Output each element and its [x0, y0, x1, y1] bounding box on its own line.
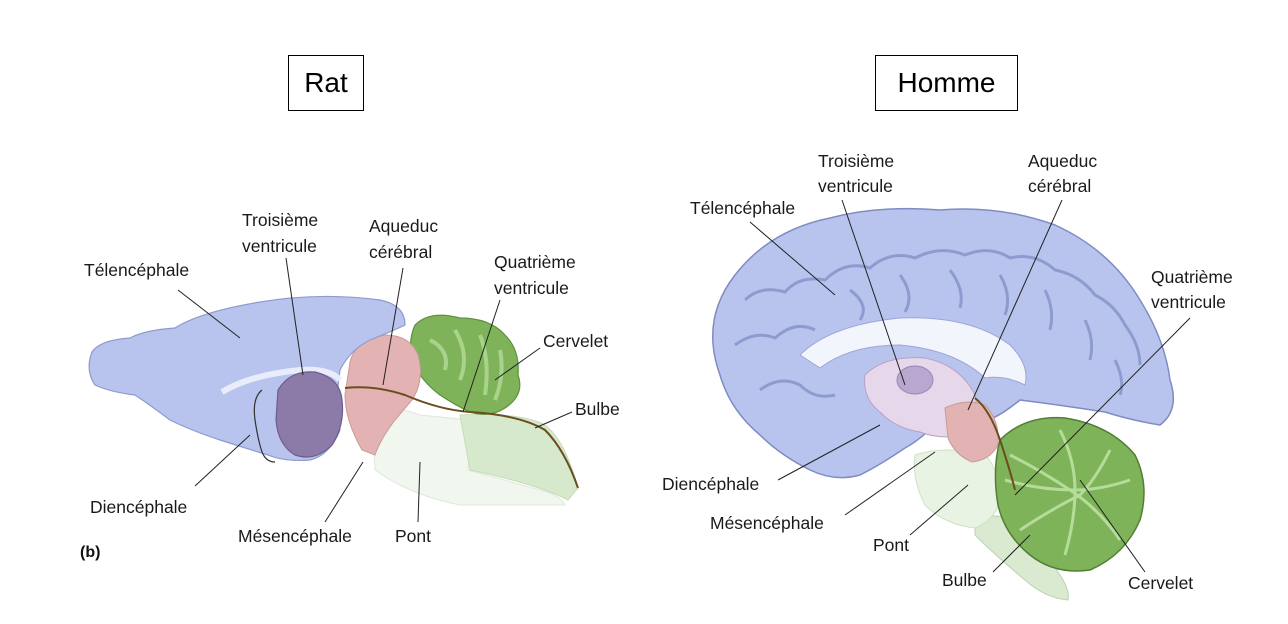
human-corpus-callosum	[799, 317, 1027, 386]
rat-cervelet-folia	[429, 328, 504, 401]
human-aqueduc-line	[974, 397, 1016, 491]
human-leader-telencephale	[749, 221, 836, 296]
rat-leader-pont	[417, 461, 421, 523]
human-third-ventricle	[896, 365, 934, 395]
rat-label-troisieme-line2: ventricule	[242, 236, 317, 256]
human-pont	[914, 449, 1001, 529]
rat-brain	[88, 295, 579, 506]
human-leader-bulbe	[992, 534, 1031, 573]
rat-leader-mesencephale	[324, 461, 364, 523]
human-gyri	[734, 249, 1142, 398]
rat-leader-troisieme	[285, 257, 304, 376]
rat-label-mesencephale: Mésencéphale	[238, 526, 352, 546]
human-arbor-vitae	[1004, 429, 1131, 556]
rat-label-diencephale: Diencéphale	[90, 497, 187, 517]
human-label-troisieme-line1: Troisième	[818, 151, 894, 171]
rat-label-pont: Pont	[395, 526, 431, 546]
human-leader-aqueduc	[967, 199, 1063, 411]
human-leader-quatrieme	[1014, 317, 1191, 496]
rat-label-troisieme-line1: Troisième	[242, 210, 318, 230]
rat-label-quatrieme-line2: ventricule	[494, 278, 569, 298]
human-label-quatrieme-line2: ventricule	[1151, 292, 1226, 312]
human-brain	[711, 207, 1175, 601]
rat-mesencephale	[344, 334, 421, 456]
rat-leader-cervelet	[494, 347, 541, 381]
rat-corpus-callosum	[220, 366, 343, 395]
human-label-mesencephale: Mésencéphale	[710, 513, 824, 533]
rat-diencephale-outline	[253, 389, 276, 463]
human-label-telencephale: Télencéphale	[690, 198, 795, 218]
rat-leader-aqueduc	[382, 267, 404, 386]
human-label-aqueduc-line1: Aqueduc	[1028, 151, 1097, 171]
human-leader-troisieme	[841, 199, 906, 386]
human-label-aqueduc-line2: cérébral	[1028, 176, 1091, 196]
human-leader-cervelet	[1079, 479, 1146, 573]
human-label-pont: Pont	[873, 535, 909, 555]
rat-label-quatrieme-line1: Quatrième	[494, 252, 576, 272]
rat-leader-quatrieme	[462, 299, 501, 413]
rat-label-bulbe: Bulbe	[575, 399, 620, 419]
human-label-bulbe: Bulbe	[942, 570, 987, 590]
human-title: Homme	[875, 55, 1018, 111]
human-label-cervelet: Cervelet	[1128, 573, 1193, 593]
rat-bulbe	[459, 413, 579, 501]
human-leader-mesencephale	[844, 451, 936, 516]
rat-leader-telencephale	[177, 289, 241, 339]
rat-aqueduc-line	[344, 386, 579, 489]
rat-title: Rat	[288, 55, 364, 111]
rat-leader-bulbe	[534, 411, 573, 429]
human-leader-pont	[909, 484, 969, 536]
human-leader-diencephale	[777, 424, 881, 481]
rat-label-cervelet: Cervelet	[543, 331, 608, 351]
rat-label-aqueduc-line1: Aqueduc	[369, 216, 438, 236]
rat-panel-label: (b)	[80, 544, 100, 561]
rat-diencephale	[275, 371, 344, 458]
human-label-diencephale: Diencéphale	[662, 474, 759, 494]
rat-label-aqueduc-line2: cérébral	[369, 242, 432, 262]
human-label-troisieme-line2: ventricule	[818, 176, 893, 196]
human-mesencephale	[944, 401, 999, 463]
rat-label-telencephale: Télencéphale	[84, 260, 189, 280]
human-label-quatrieme-line1: Quatrième	[1151, 267, 1233, 287]
rat-leader-diencephale	[194, 434, 251, 487]
